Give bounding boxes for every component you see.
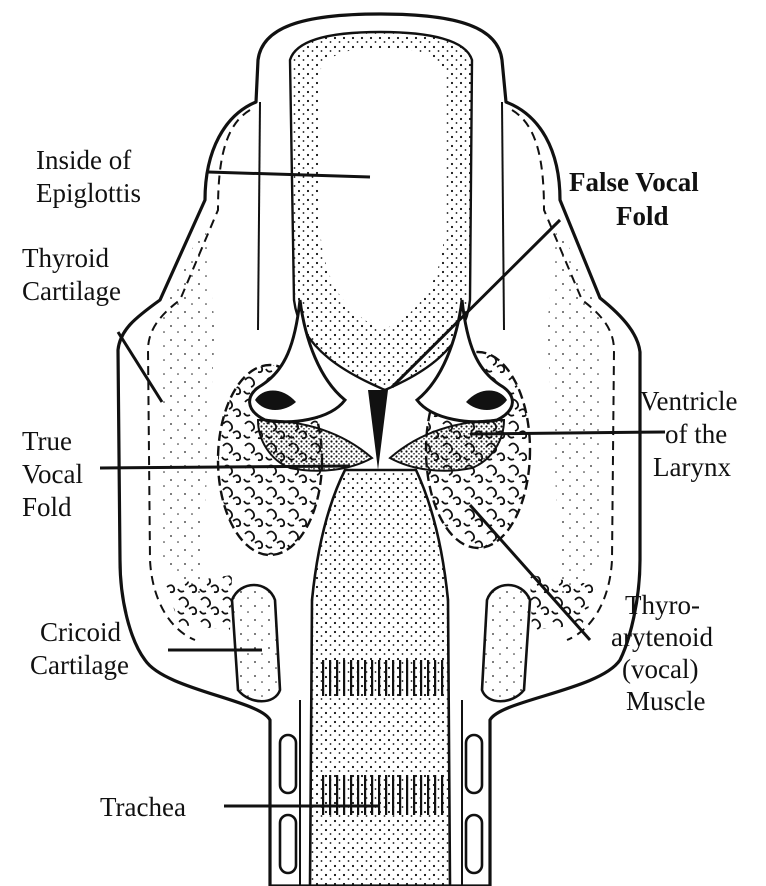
- leader-ventricle: [470, 432, 665, 434]
- leader-thyroid: [118, 332, 162, 402]
- label-epiglottis: Inside of Epiglottis: [36, 145, 141, 208]
- label-false-vocal-fold: False Vocal Fold: [569, 167, 706, 231]
- leader-true-fold: [100, 466, 350, 468]
- label-cricoid-cartilage: Cricoid Cartilage: [30, 617, 129, 680]
- airway-column: [310, 470, 450, 886]
- label-thyroid-cartilage: Thyroid Cartilage: [22, 243, 121, 306]
- label-ventricle: Ventricle of the Larynx: [640, 386, 744, 482]
- label-true-vocal-fold: True Vocal Fold: [22, 426, 90, 522]
- label-trachea: Trachea: [100, 792, 186, 822]
- label-thyroarytenoid-muscle: Thyro- arytenoid (vocal) Muscle: [611, 590, 720, 716]
